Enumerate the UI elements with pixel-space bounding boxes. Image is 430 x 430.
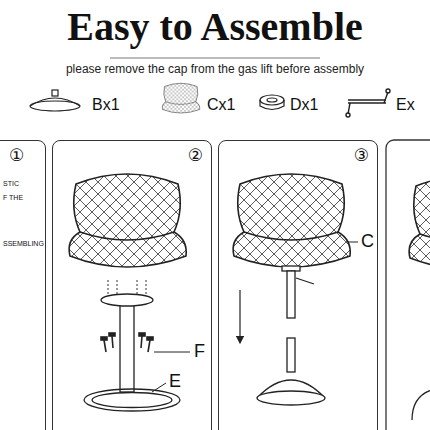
- title: Easy to Assemble: [0, 4, 430, 50]
- part-b-base: [30, 90, 80, 111]
- part-e-footrest: [346, 89, 390, 117]
- part-label: Bx1: [92, 96, 120, 114]
- part-callout: E: [169, 371, 181, 392]
- base-illustration: [257, 338, 325, 405]
- step-number: ②: [53, 145, 203, 165]
- part-label: Dx1: [290, 96, 318, 114]
- gas-lift: [282, 266, 314, 318]
- direction-arrow: [239, 290, 240, 340]
- cut-note: SSEMBLING: [3, 240, 44, 248]
- cut-note: STIC: [3, 180, 19, 188]
- part-label: Cx1: [207, 96, 235, 114]
- leader-line: [154, 352, 190, 353]
- step-panel: ②: [52, 140, 212, 430]
- part-c-seat: [162, 83, 199, 113]
- screw-guides: [108, 280, 146, 296]
- part-callout: F: [194, 341, 205, 362]
- step-panel: ③: [218, 140, 378, 430]
- part-callout: C: [361, 231, 374, 252]
- cut-note: F THE: [3, 194, 23, 202]
- base-illustration: [412, 388, 430, 420]
- leader-line: [152, 383, 166, 392]
- instruction-note: please remove the cap from the gas lift …: [0, 63, 430, 77]
- leader-line: [348, 242, 358, 243]
- seat-illustration: [409, 176, 430, 269]
- title-rule: [110, 58, 320, 59]
- step-number: ①: [9, 145, 45, 165]
- part-label: Ex: [396, 96, 415, 114]
- screws-f: [101, 333, 153, 352]
- part-d-ring: [260, 95, 284, 110]
- seat-illustration: [233, 174, 350, 267]
- step-number: ③: [219, 145, 369, 165]
- seat-illustration: [69, 174, 186, 267]
